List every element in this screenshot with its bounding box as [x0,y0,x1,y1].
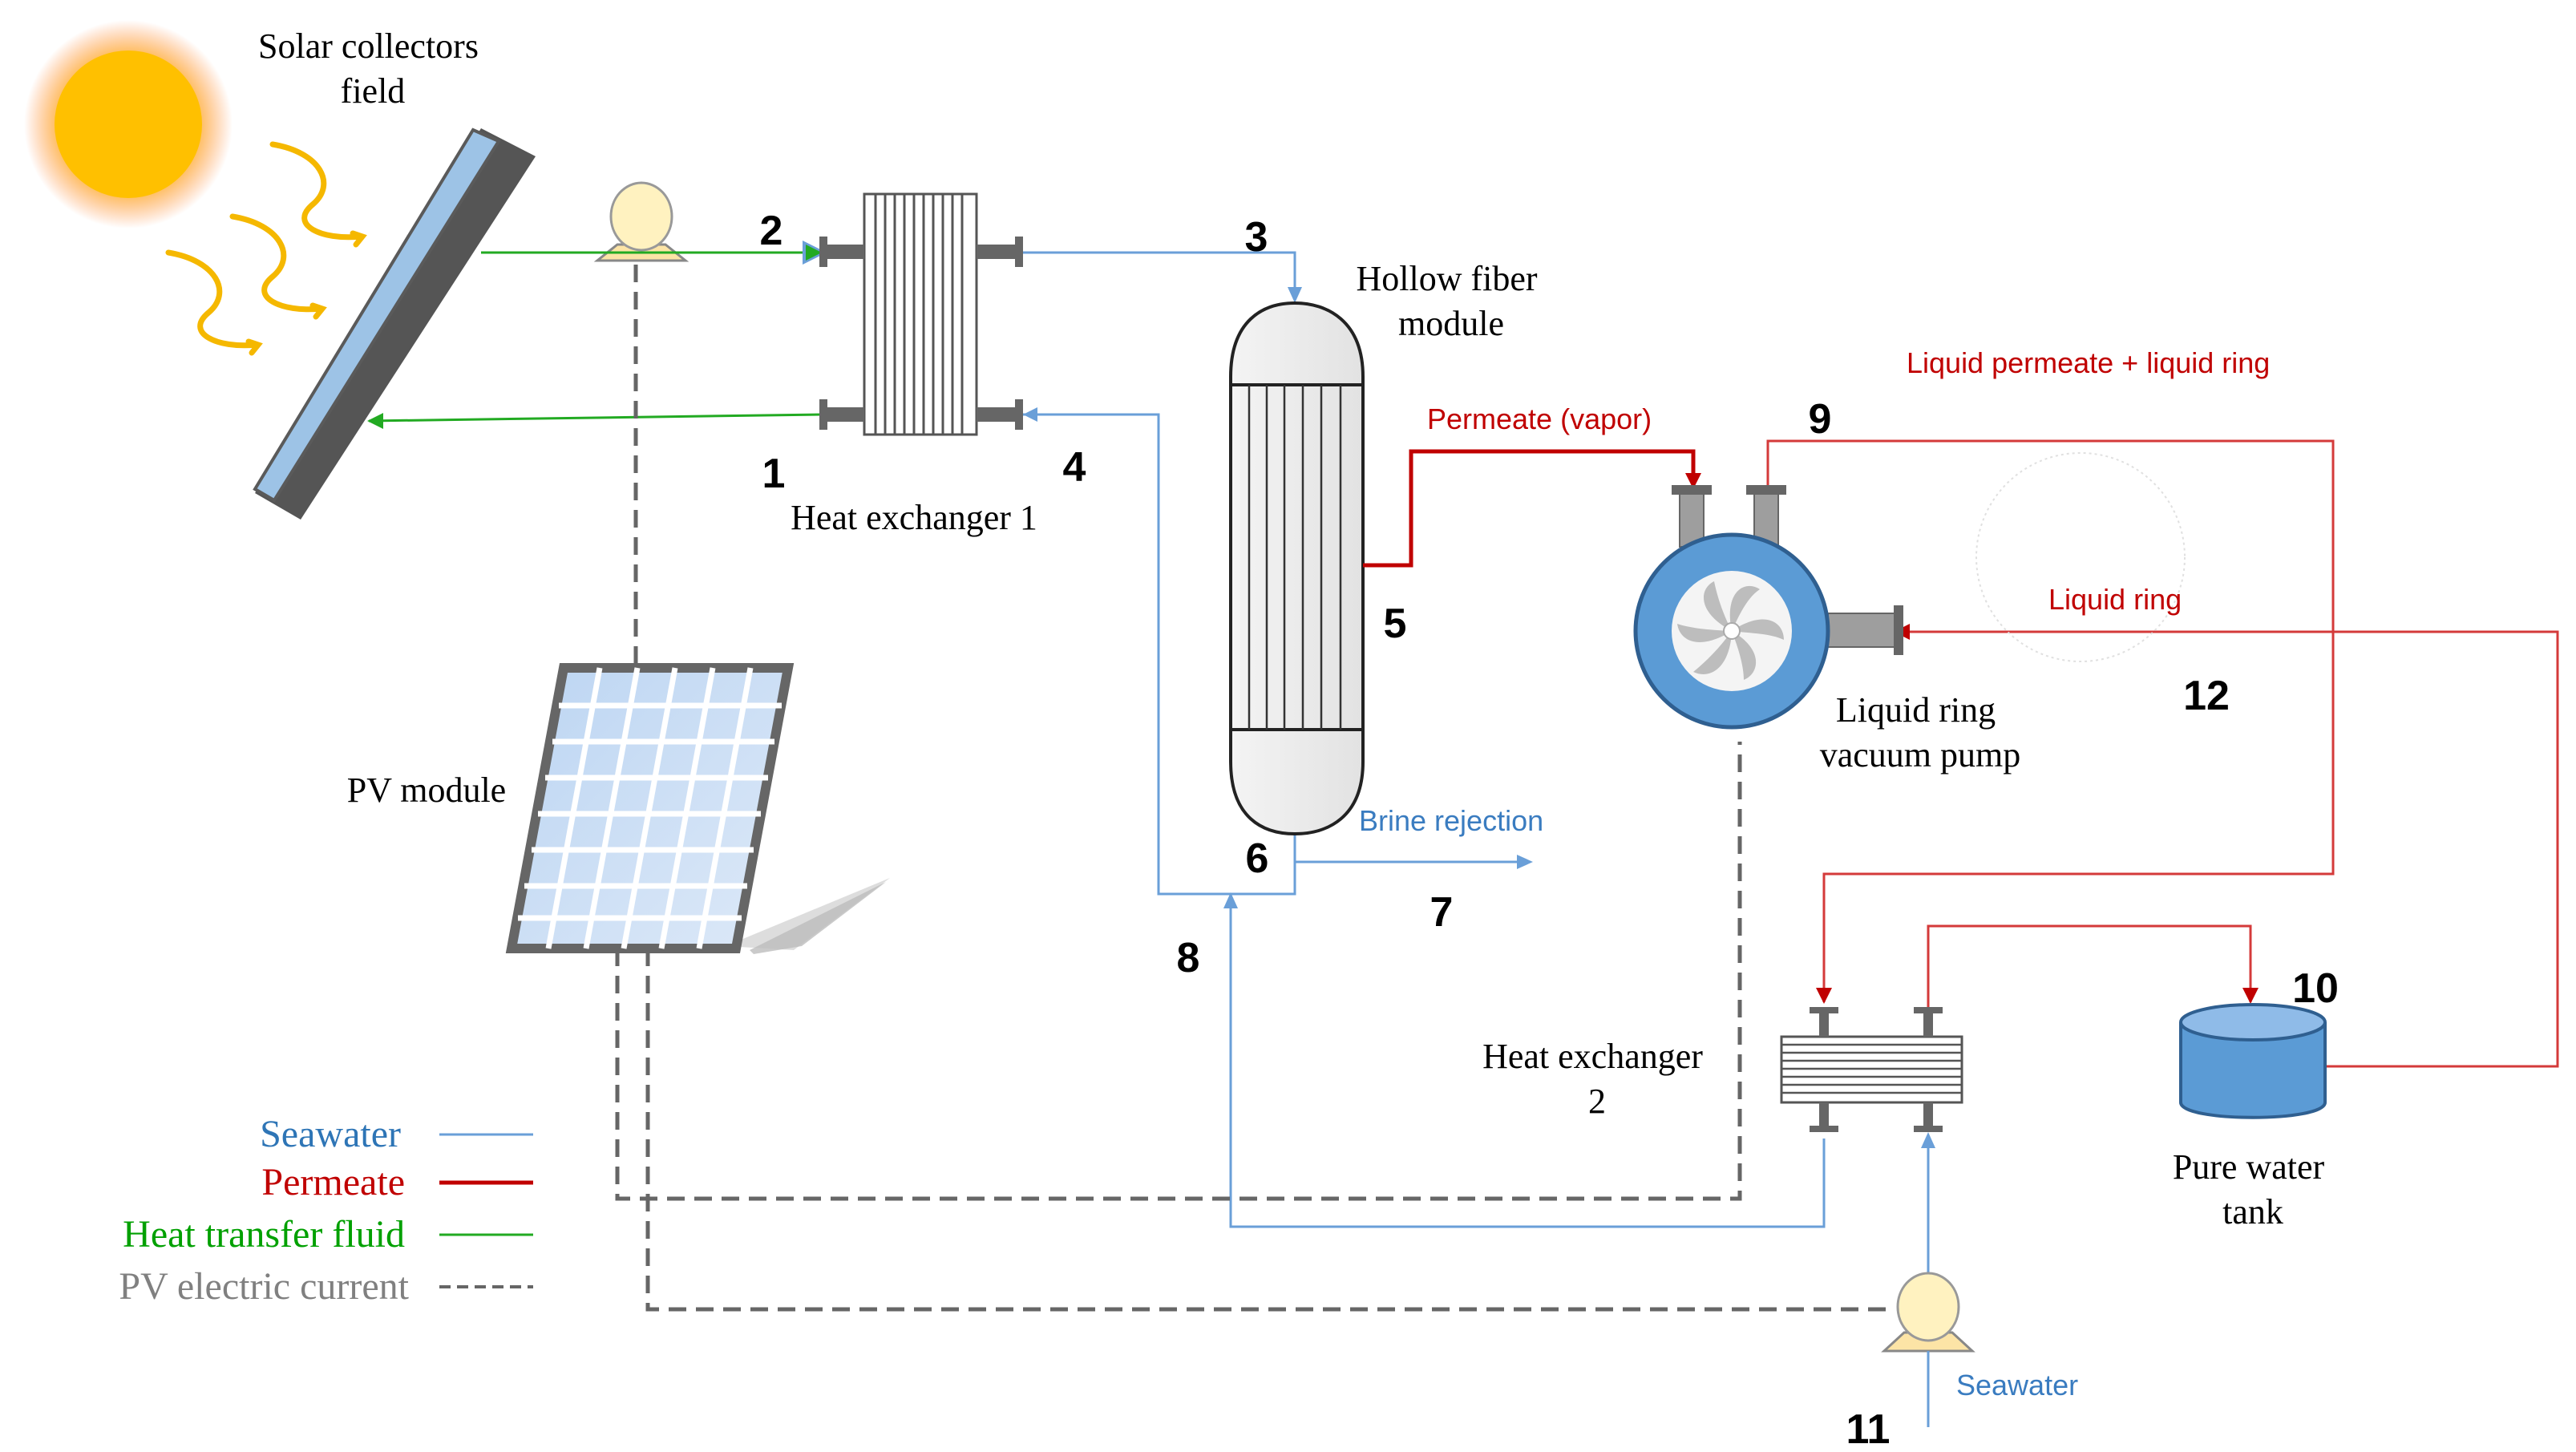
heat-fluid-lines [368,241,827,423]
heat-exchanger-1-label: Heat exchanger 1 [791,498,1037,537]
arrow-8 [1223,892,1238,908]
vacuum-pump-label: Liquid ring vacuum pump [1820,690,2021,775]
point-11: 11 [1846,1406,1891,1452]
brine-rejection-label: Brine rejection [1359,804,1543,837]
pv-module-shadow [726,878,890,954]
legend-heat-fluid-label: Heat transfer fluid [123,1213,405,1256]
hollow-fiber-module [1229,301,1365,836]
seawater-pump-icon [1881,1272,1975,1353]
liquid-ring-callout [1975,452,2186,662]
point-7: 7 [1430,889,1454,936]
arrow-2 [806,245,822,261]
point-3: 3 [1245,214,1268,261]
point-1: 1 [762,451,786,497]
legend-electric-label: PV electric current [119,1265,409,1308]
arrow-7 [1517,855,1533,869]
point-10: 10 [2292,965,2339,1012]
hollow-fiber-label: Hollow fiber module [1356,259,1546,343]
vacuum-pump [1633,485,1903,730]
heat-exchanger-1 [819,192,1023,436]
arrow-4 [1023,407,1037,422]
point-6: 6 [1246,835,1269,882]
permeate-lines [1363,439,2559,1068]
point-5: 5 [1384,601,1407,647]
seawater-lines [1023,251,1930,1297]
solar-field-label: Solar collectors field [258,26,487,111]
liquid-ring-label: Liquid ring [2048,583,2182,616]
legend: Seawater Permeate Heat transfer fluid PV… [119,1113,533,1308]
permeate-vapor-label: Permeate (vapor) [1427,402,1652,435]
point-9: 9 [1809,396,1832,443]
seawater-inlet-label: Seawater [1956,1369,2078,1401]
sun-rays [165,141,367,356]
electric-lines [615,265,1894,1312]
sun-icon [24,20,233,229]
legend-permeate-label: Permeate [261,1161,405,1203]
impeller-icon [1677,581,1784,680]
legend-seawater-label: Seawater [260,1113,401,1155]
pump-icon [593,181,689,262]
arrow-permeate-in [1685,473,1701,489]
arrow-1 [367,413,383,429]
arrow-10 [2242,988,2259,1004]
pure-water-tank [2179,1003,2327,1119]
arrow-9 [1816,988,1832,1004]
point-2: 2 [760,208,783,254]
heat-exchanger-2 [1780,1007,1963,1132]
pure-water-tank-label: Pure water tank [2173,1147,2333,1232]
pv-module [505,663,795,953]
arrow-3 [1288,287,1302,303]
arrow-11 [1921,1132,1935,1148]
solar-collector [253,127,536,520]
point-4: 4 [1063,444,1086,491]
point-8: 8 [1177,935,1200,981]
point-12: 12 [2183,673,2230,719]
pv-module-label: PV module [347,770,506,810]
liquid-permeate-ring-label: Liquid permeate + liquid ring [1907,346,2270,379]
heat-exchanger-2-label: Heat exchanger 2 [1482,1037,1712,1121]
